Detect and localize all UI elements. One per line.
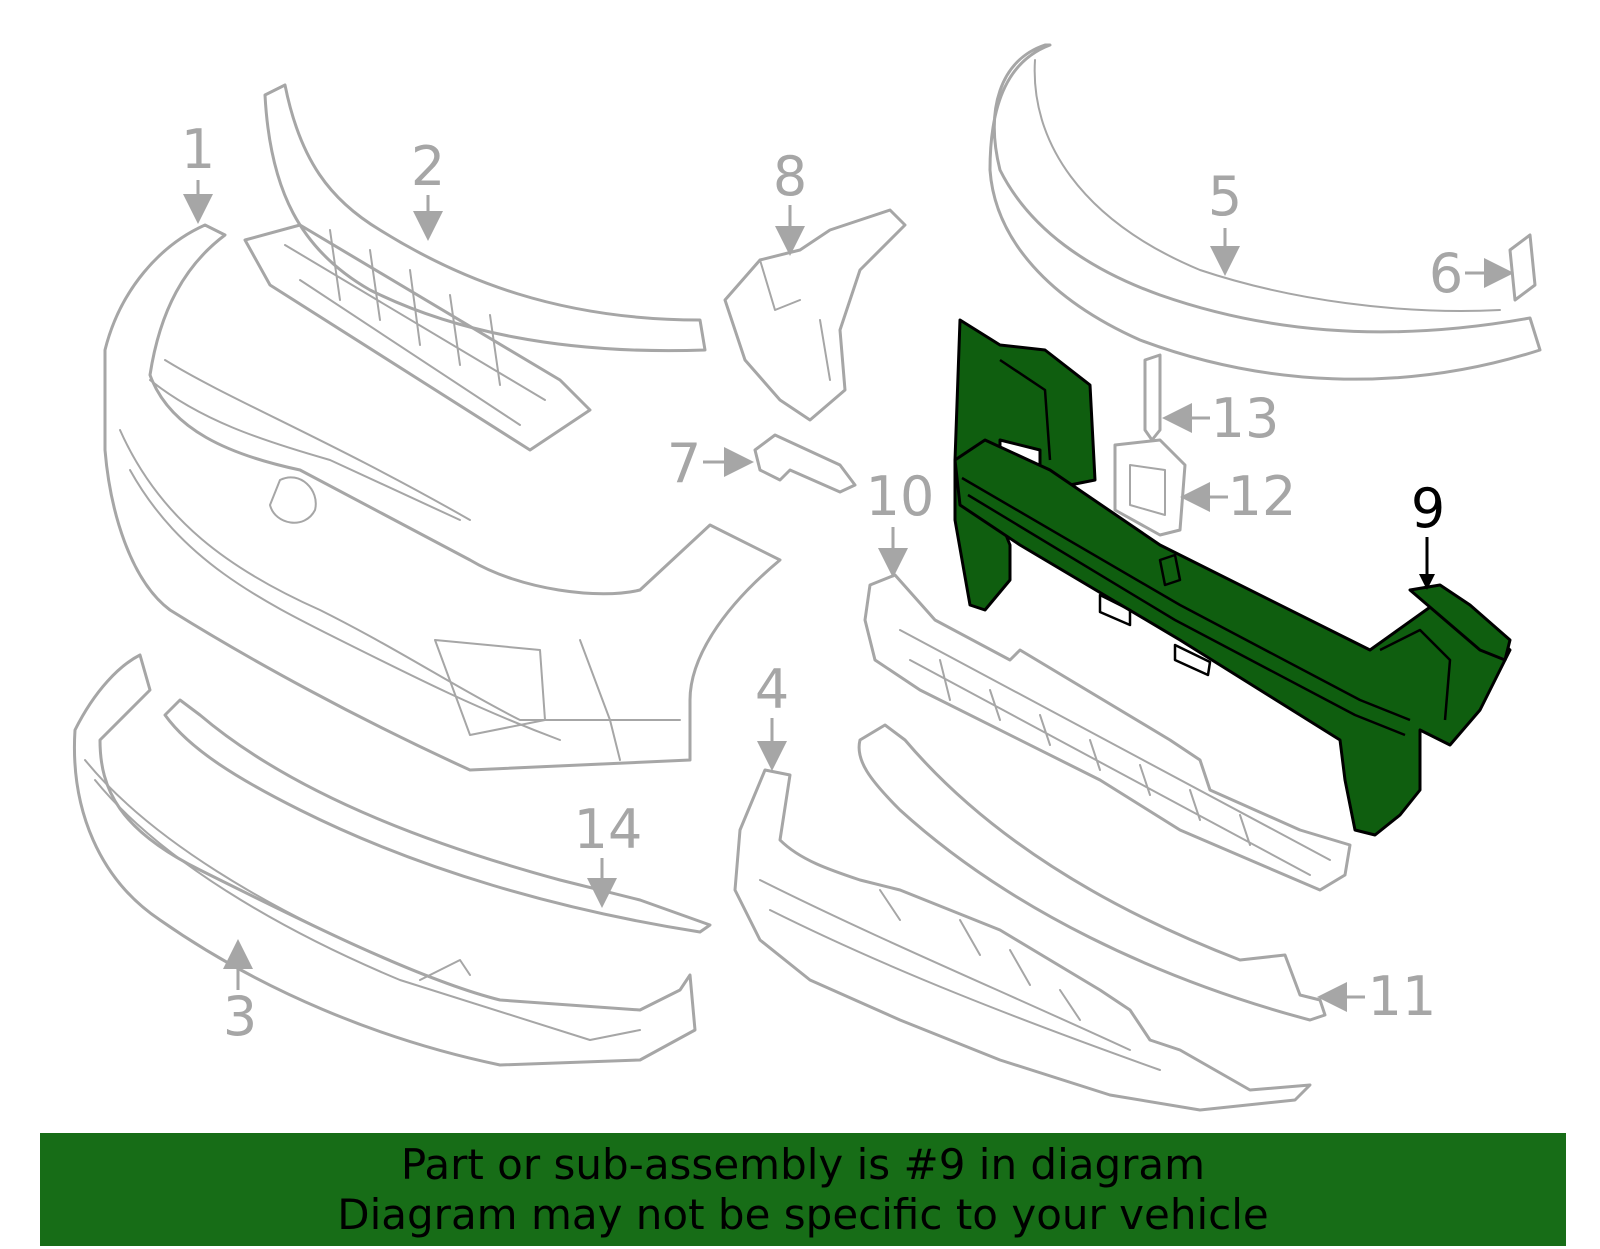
part-9-bumper-reinforcement [953, 318, 1512, 837]
banner-line-2: Diagram may not be specific to your vehi… [337, 1190, 1269, 1239]
part-6-clip [1508, 233, 1537, 302]
callout-14: 14 [574, 798, 643, 861]
part-14-trim-strip [163, 698, 712, 934]
part-1-bumper-cover [103, 223, 782, 772]
part-8-bracket [723, 208, 907, 422]
callout-numbers: 1 2 8 5 6 13 12 7 10 9 4 14 3 11 [181, 118, 1463, 1048]
part-7-bracket [753, 433, 857, 494]
leader-arrows [183, 180, 1514, 1012]
part-10-energy-absorber [863, 573, 1352, 892]
callout-5: 5 [1208, 165, 1242, 228]
callout-12: 12 [1228, 465, 1297, 528]
banner-line-1: Part or sub-assembly is #9 in diagram [400, 1140, 1206, 1189]
part-4-splash-shield [733, 768, 1312, 1112]
callout-1: 1 [181, 118, 215, 181]
info-banner: Part or sub-assembly is #9 in diagram Di… [40, 1133, 1566, 1246]
callout-11: 11 [1368, 965, 1437, 1028]
part-2-grille [243, 83, 707, 452]
callout-2: 2 [411, 135, 445, 198]
callout-13: 13 [1211, 387, 1280, 450]
callout-7: 7 [667, 432, 701, 495]
leader-9-head [1419, 574, 1435, 590]
callout-3: 3 [223, 985, 257, 1048]
callout-8: 8 [773, 145, 807, 208]
part-12-sensor-bracket [1113, 438, 1187, 537]
callout-9: 9 [1411, 477, 1445, 540]
part-13-pin [1143, 353, 1162, 442]
part-5-upper-absorber [988, 43, 1542, 381]
callout-10: 10 [866, 465, 935, 528]
callout-6: 6 [1429, 242, 1463, 305]
part-11-lower-strip [857, 723, 1327, 1022]
part-3-lower-valance [72, 653, 697, 1067]
callout-4: 4 [755, 658, 789, 721]
